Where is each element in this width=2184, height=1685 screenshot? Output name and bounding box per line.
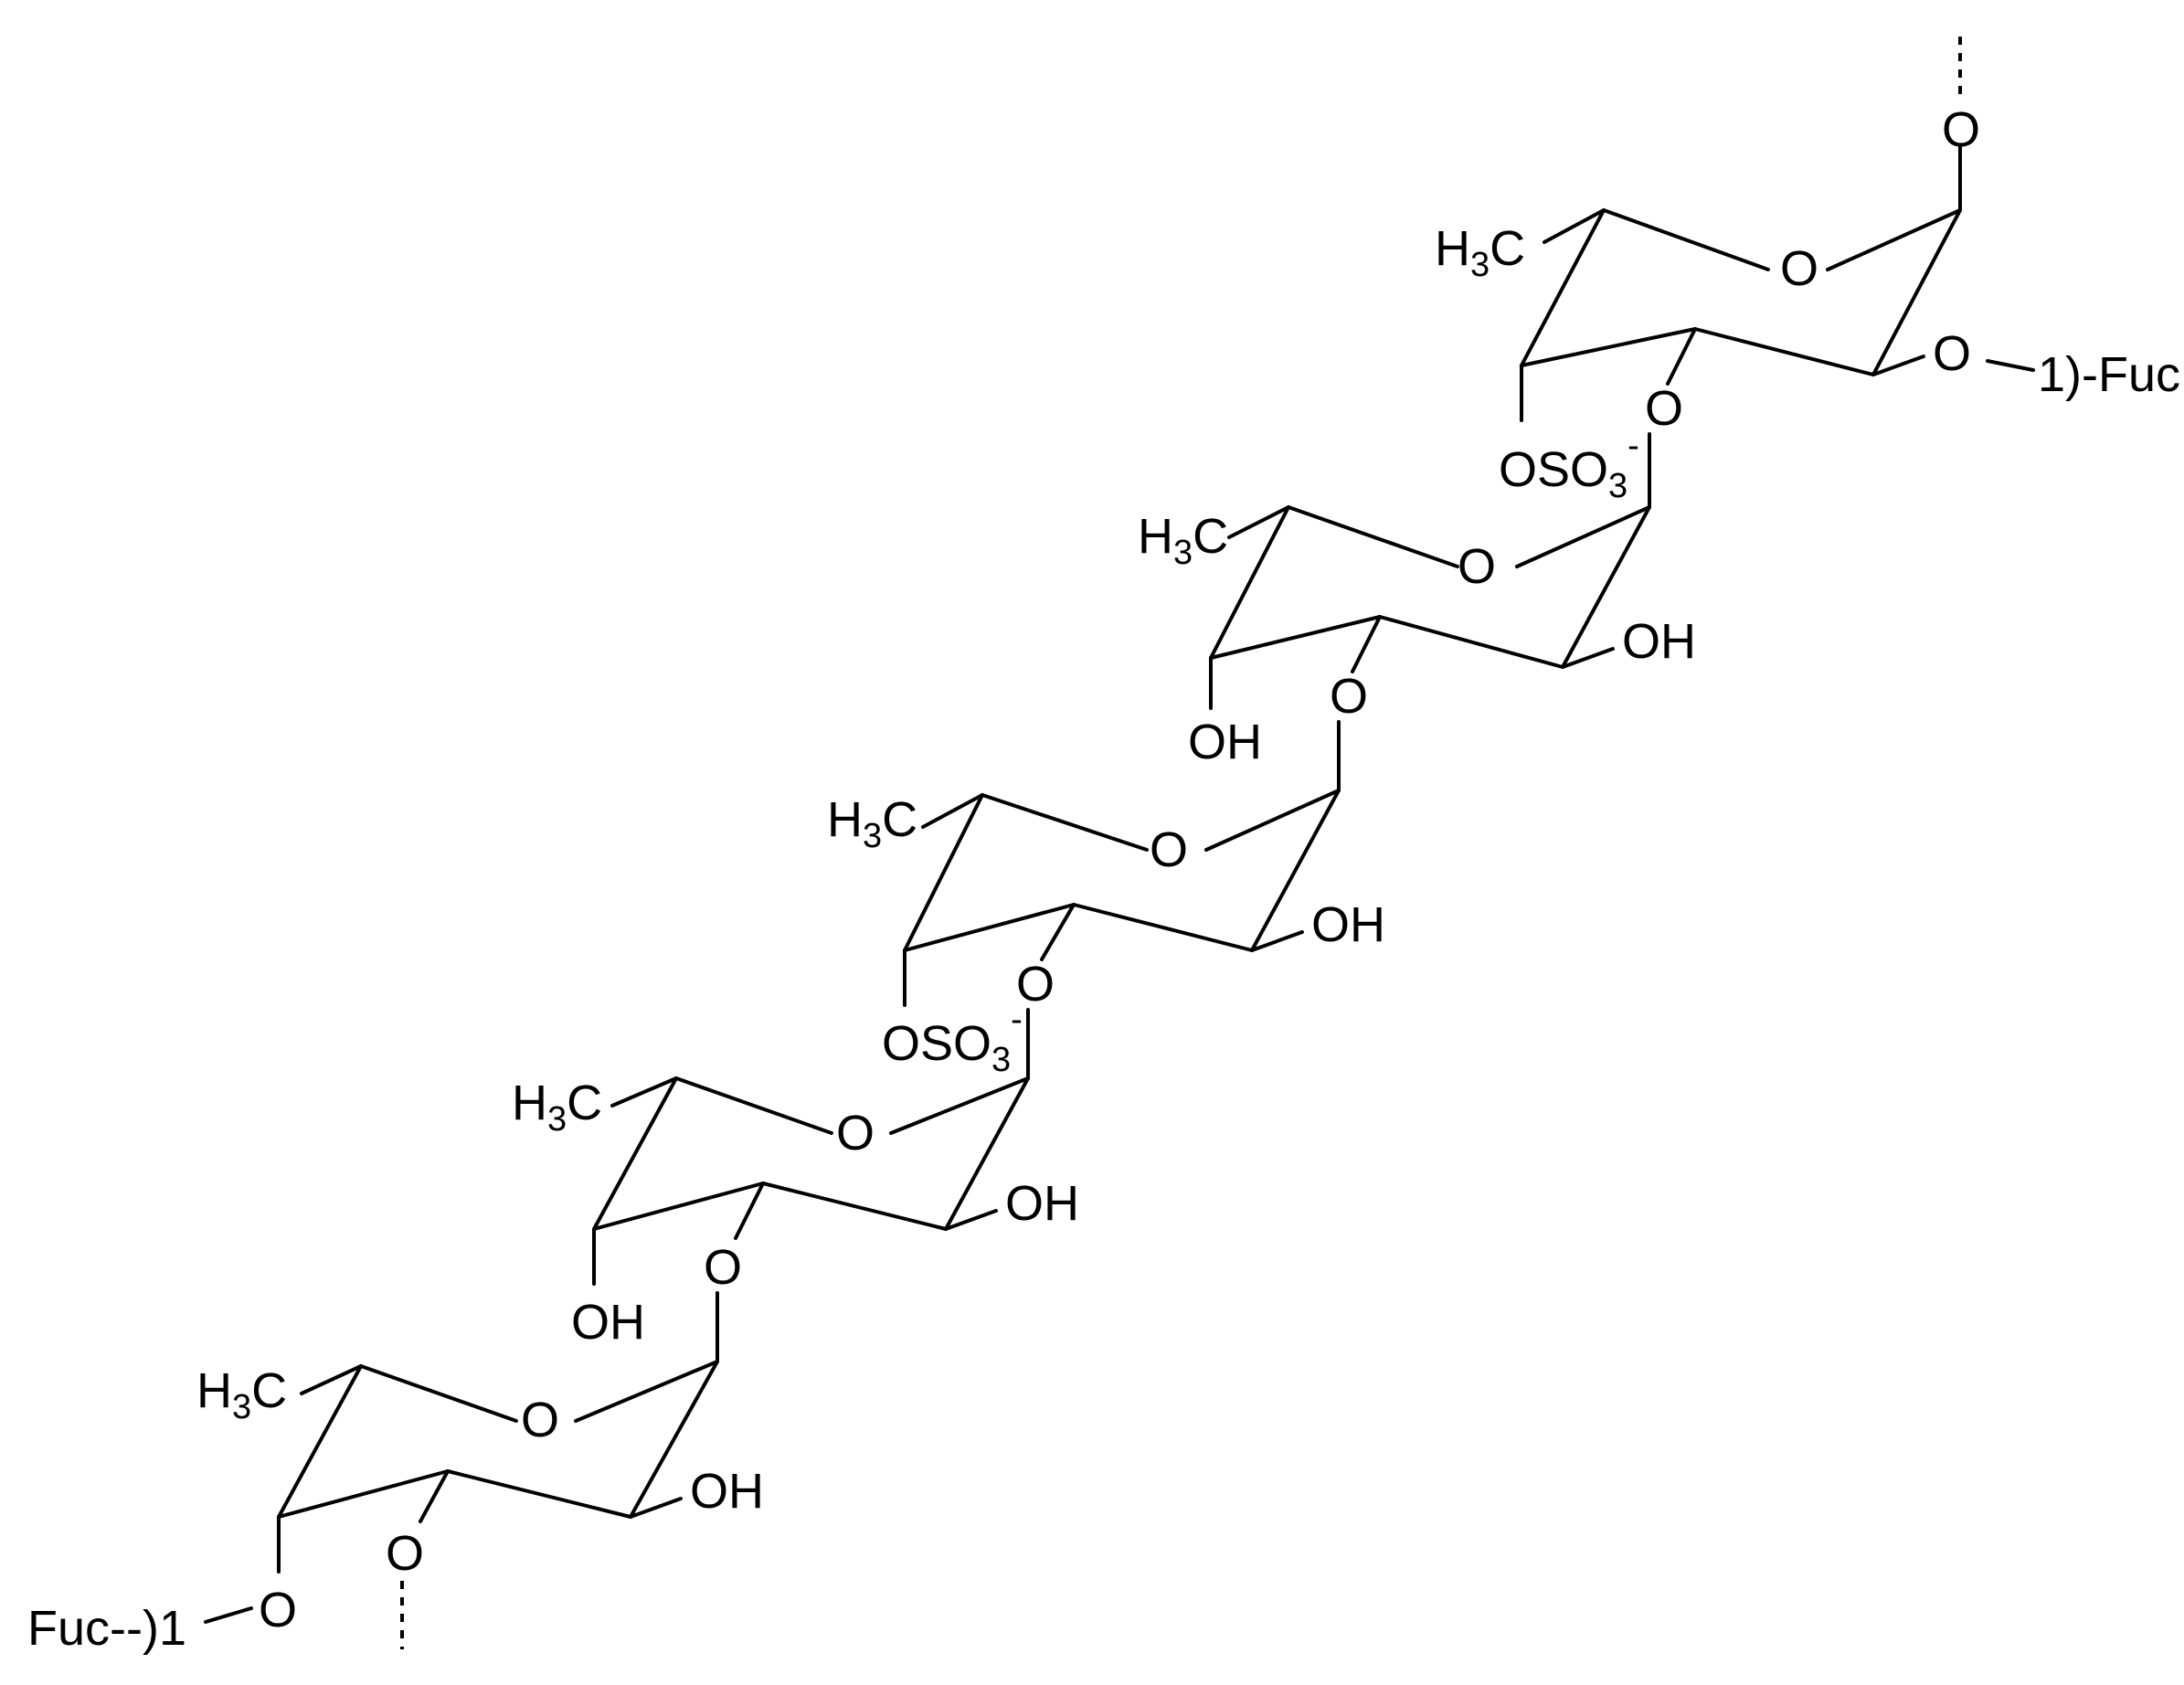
bond bbox=[1561, 647, 1615, 669]
c2-hydroxyl: OH bbox=[1005, 1176, 1079, 1231]
methyl-label: H3C bbox=[512, 1076, 602, 1139]
bond bbox=[1378, 615, 1564, 669]
methyl-label: H3C bbox=[827, 792, 917, 855]
bond bbox=[629, 1360, 719, 1519]
sulfate-label: OSO3- bbox=[882, 1001, 1023, 1079]
bond bbox=[1602, 208, 1770, 271]
bond bbox=[1871, 208, 1962, 376]
bond bbox=[1666, 327, 1697, 386]
c2-hydroxyl: OH bbox=[1622, 614, 1696, 669]
bond bbox=[981, 793, 1149, 852]
methyl-label: H3C bbox=[1138, 509, 1228, 572]
branch-label: Fuc--)1 bbox=[27, 1601, 186, 1656]
bond bbox=[1871, 355, 1925, 376]
link-oxygen: O bbox=[1330, 669, 1368, 724]
bond bbox=[1693, 327, 1875, 376]
bond bbox=[592, 1076, 678, 1231]
bond bbox=[674, 1076, 833, 1135]
c3-hydroxyl: OH bbox=[571, 1295, 645, 1350]
bond bbox=[903, 793, 984, 952]
bond bbox=[300, 1364, 363, 1395]
bond bbox=[1287, 505, 1459, 568]
methyl-label: H3C bbox=[1435, 221, 1525, 284]
link-oxygen: O bbox=[1645, 381, 1683, 436]
c3-hydroxyl: OH bbox=[1188, 715, 1262, 769]
bond bbox=[944, 1076, 1030, 1231]
link-oxygen: O bbox=[1016, 957, 1055, 1012]
bond bbox=[629, 1497, 683, 1519]
c2-oxygen: O bbox=[1933, 326, 1971, 381]
bond bbox=[1072, 903, 1254, 952]
bond bbox=[1250, 789, 1341, 952]
ring-oxygen: O bbox=[521, 1393, 559, 1447]
bond bbox=[944, 1209, 998, 1231]
c2-hydroxyl: OH bbox=[1311, 897, 1385, 952]
sulfate-label: OSO3- bbox=[1499, 427, 1639, 505]
bond bbox=[734, 1182, 765, 1240]
bond bbox=[889, 1076, 1030, 1135]
bond bbox=[1543, 208, 1606, 244]
bond bbox=[1520, 208, 1606, 367]
bond bbox=[592, 1182, 765, 1231]
ring-oxygen: O bbox=[1458, 539, 1496, 594]
bond bbox=[419, 1469, 450, 1523]
ring-oxygen: O bbox=[836, 1106, 875, 1160]
bond bbox=[1250, 930, 1304, 952]
bond bbox=[1986, 359, 2035, 372]
fucose-unit-2: H3C O OH O OH bbox=[1138, 432, 1696, 769]
c2-hydroxyl: OH bbox=[690, 1464, 764, 1519]
methyl-label: H3C bbox=[196, 1363, 287, 1426]
ring-oxygen: O bbox=[1780, 241, 1818, 296]
fucose-unit-1: H3C O O O 1)-Fuc O OSO3- bbox=[1435, 37, 2180, 505]
link-oxygen: O bbox=[704, 1240, 742, 1295]
fucose-unit-4: H3C O OH O OH bbox=[512, 1008, 1079, 1350]
bond bbox=[1209, 615, 1382, 660]
bond bbox=[204, 1606, 253, 1624]
bond bbox=[574, 1360, 719, 1423]
bond bbox=[277, 1364, 363, 1519]
c3-oxygen: O bbox=[386, 1526, 424, 1581]
ring-oxygen: O bbox=[1150, 822, 1188, 877]
bond bbox=[1520, 327, 1697, 367]
fucose-unit-3: H3C O OH O OSO3- bbox=[827, 720, 1385, 1079]
anomeric-oxygen: O bbox=[1942, 102, 1980, 157]
bond bbox=[1351, 615, 1382, 673]
bond bbox=[610, 1076, 678, 1107]
bond bbox=[1204, 789, 1341, 852]
bond bbox=[1515, 505, 1651, 568]
bond bbox=[1826, 208, 1962, 271]
bond bbox=[1040, 903, 1076, 961]
bond bbox=[359, 1364, 518, 1423]
bond bbox=[277, 1469, 450, 1519]
bond bbox=[1561, 505, 1651, 669]
bond bbox=[1227, 505, 1290, 539]
bond bbox=[903, 903, 1076, 952]
c4-oxygen: O bbox=[259, 1583, 297, 1637]
bond bbox=[1209, 505, 1290, 660]
bond bbox=[761, 1182, 948, 1231]
bond bbox=[921, 793, 984, 829]
fucose-unit-5: H3C O OH O O Fuc--)1 bbox=[27, 1291, 764, 1656]
bond bbox=[446, 1469, 632, 1519]
branch-label: 1)-Fuc bbox=[2038, 347, 2180, 402]
